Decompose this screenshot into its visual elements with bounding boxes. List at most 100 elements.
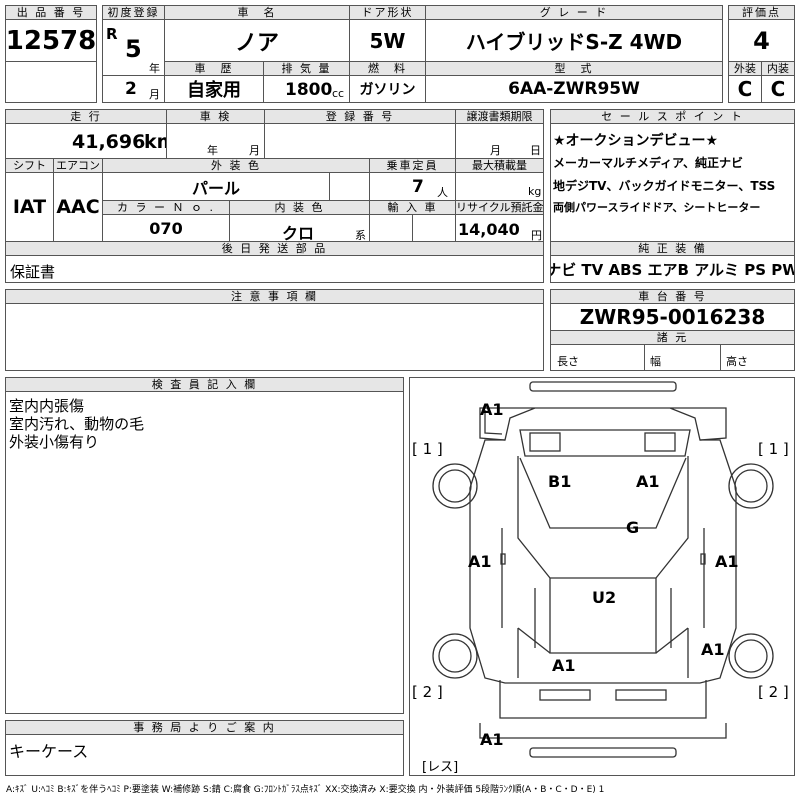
mileage: 41,696 [72,131,146,153]
cc-unit: cc [332,87,345,100]
sales-line-4: 両側パワースライドドア、シートヒーター [553,201,761,214]
tr-month-unit: 月 [490,144,501,157]
mark-right-door: A1 [715,552,739,571]
color-no-label: カ ラ ー Ｎ ｏ . [102,200,230,215]
sales-line-2: メーカーマルチメディア、純正ナビ [553,156,743,170]
notes-label: 注 意 事 項 欄 [5,289,544,304]
car-name: ノア [164,19,350,62]
door-type: 5W [349,19,426,62]
tag-front-right: [ 1 ] [758,440,789,458]
height-label: 高さ [726,355,748,368]
tag-rear-right: [ 2 ] [758,683,789,701]
shift: IAT [5,172,54,242]
capacity-label: 乗車定員 [369,158,456,173]
aircon: AAC [53,172,103,242]
office-text: キーケース [9,742,89,761]
history: 自家用 [164,75,264,103]
length-cell: 長さ [550,344,645,371]
int-score-label: 内装 [761,61,795,76]
sales-point-box: ★オークションデビュー★ メーカーマルチメディア、純正ナビ 地デジTV、バックガ… [550,123,795,242]
displacement-cell: 1800 cc [263,75,350,103]
capacity: 7 [412,177,424,197]
import-cell-b [412,214,456,242]
era: R [106,25,118,43]
color-extra [329,172,370,201]
mark-windshield: G [626,518,640,537]
later-parts-label: 後 日 発 送 部 品 [5,241,544,256]
notes-box [5,303,544,371]
exterior-color: パール [102,172,330,201]
int-color-cell: クロ 系 [229,214,370,242]
tag-rear-left: [ 2 ] [412,683,443,701]
reg-year: 5 [125,35,142,63]
int-score: C [761,75,795,103]
mark-left-door: A1 [468,552,492,571]
inspection-cell: 年 月 [166,123,265,159]
width-label: 幅 [650,355,661,368]
car-name-label: 車 名 [164,5,350,20]
mark-right-rear: A1 [701,640,725,659]
mark-hood-right: A1 [636,472,660,491]
inspector-line-1: 室内内張傷 [9,397,85,415]
spec-label: 諸 元 [550,330,795,345]
insp-month-unit: 月 [249,144,260,157]
color-label: 外 装 色 [102,158,370,173]
chassis-number: ZWR95-0016238 [550,303,795,331]
month-unit: 月 [149,88,160,101]
height-cell: 高さ [720,344,795,371]
model-label: 型 式 [425,61,723,76]
insp-year-unit: 年 [207,144,218,157]
inspector-box: 室内内張傷 室内汚れ、動物の毛 外装小傷有り [5,391,404,714]
import-cell-a [369,214,413,242]
import-label: 輸 入 車 [369,200,456,215]
tag-front-left: [ 1 ] [412,440,443,458]
lot-label: 出 品 番 号 [5,5,97,20]
inspector-line-2: 室内汚れ、動物の毛 [9,415,145,433]
equipment-items: ナビ TV ABS エアB アルミ PS PW [550,255,795,283]
legend: A:ｷｽﾞ U:ﾍｺﾐ B:ｷｽﾞを伴うﾍｺﾐ P:要塗装 W:補修跡 S:錆 … [6,785,605,795]
vehicle-outline [432,381,774,758]
int-color-label: 内 装 色 [229,200,370,215]
mark-rear-left: A1 [552,656,576,675]
office-label: 事 務 局 よ り ご 案 内 [5,720,404,735]
later-parts: 保証書 [10,263,56,281]
transfer-label: 譲渡書類期限 [455,109,544,124]
year-unit: 年 [149,62,160,75]
vehicle-diagram: A1 B1 A1 G A1 A1 U2 A1 A1 A1 [ 1 ] [ 1 ]… [409,377,795,776]
width-cell: 幅 [644,344,721,371]
equipment-label: 純 正 装 備 [550,241,795,256]
recycle-cell: 14,040 円 [455,214,544,242]
maxload-cell: kg [455,172,544,201]
capacity-cell: 7 人 [369,172,456,201]
transfer-cell: 月 日 [455,123,544,159]
first-reg-year-cell: R 5 年 [102,19,165,76]
grade-label: グ レ ー ド [425,5,723,20]
displacement-label: 排 気 量 [263,61,350,76]
ac-label: エアコン [53,158,103,173]
door-label: ドア形状 [349,5,426,20]
score-label: 評価点 [728,5,795,20]
maxload-label: 最大積載量 [455,158,544,173]
recycle-fee: 14,040 [458,220,520,239]
shift-label: シフト [5,158,54,173]
length-label: 長さ [557,355,579,368]
mark-hood-left: B1 [548,472,572,491]
office-box: キーケース [5,734,404,776]
history-label: 車 歴 [164,61,264,76]
capacity-unit: 人 [437,186,448,199]
int-color-unit: 系 [355,229,366,242]
sales-line-3: 地デジTV、バックガイドモニター、TSS [553,179,776,193]
sales-point-label: セ ー ル ス ポ イ ン ト [550,109,795,124]
chassis-label: 車 台 番 号 [550,289,795,304]
later-parts-cell: 保証書 [5,255,544,283]
inspection-label: 車 検 [166,109,265,124]
grade: ハイブリッドS-Z 4WD [425,19,723,62]
interior-color: クロ [282,224,315,242]
reg-month: 2 [125,79,137,99]
tr-day-unit: 日 [530,144,541,157]
displacement: 1800 [285,80,333,100]
ext-score: C [728,75,762,103]
recycle-label: リサイクル預託金 [455,200,544,215]
lot-number: 12578 [5,19,97,62]
first-reg-month-cell: 2 月 [102,75,165,103]
